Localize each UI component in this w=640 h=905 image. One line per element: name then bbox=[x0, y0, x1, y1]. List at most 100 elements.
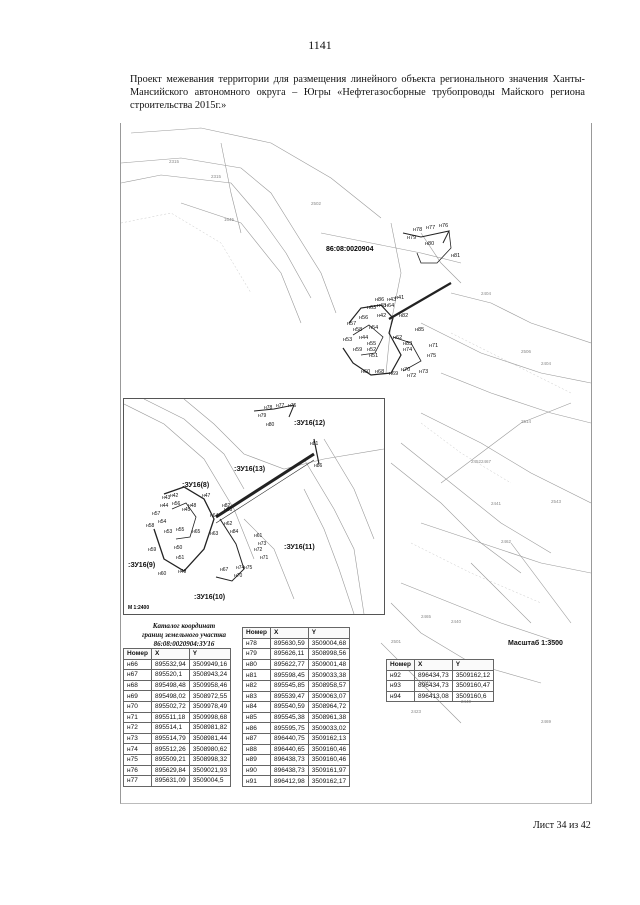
point-label: н57 bbox=[347, 321, 356, 327]
table-cell: 3508961,38 bbox=[307, 711, 351, 724]
point-label: н75 bbox=[427, 353, 436, 359]
point-label: н80 bbox=[266, 422, 275, 428]
table-cell: н84 bbox=[242, 701, 271, 713]
point-label: н56 bbox=[359, 315, 368, 321]
parcel-number: 2452 bbox=[471, 459, 482, 464]
column-header: Y bbox=[188, 648, 232, 660]
point-label: н63 bbox=[367, 305, 376, 311]
table-cell: 895539,47 bbox=[269, 690, 309, 703]
table-cell: 3508943,24 bbox=[188, 669, 232, 681]
parcel-number: 2462 bbox=[501, 539, 512, 544]
table-cell: 896438,73 bbox=[269, 764, 309, 777]
table-cell: 3509001,48 bbox=[307, 658, 351, 671]
parcel-number: 2467 bbox=[481, 459, 492, 464]
table-cell: 3509063,07 bbox=[307, 690, 351, 703]
parcel-number: 2404 bbox=[541, 361, 552, 366]
table-cell: н87 bbox=[242, 732, 271, 745]
table-cell: 895598,45 bbox=[269, 669, 309, 681]
table-cell: 3509033,38 bbox=[307, 669, 351, 681]
point-label: н71 bbox=[260, 555, 269, 561]
parcel-number: 2441 bbox=[491, 501, 502, 506]
parcel-number: 2315 bbox=[211, 174, 222, 179]
table-cell: 895545,38 bbox=[269, 711, 309, 724]
point-label: н57 bbox=[152, 511, 161, 517]
zone-label: :ЗУ16(8) bbox=[182, 482, 209, 489]
point-label: н48 bbox=[377, 303, 386, 309]
point-label: н80 bbox=[425, 241, 434, 247]
point-label: н82 bbox=[222, 503, 231, 509]
map-frame: 2315 2315 1645 2502 2404 2506 2404 2514 … bbox=[120, 123, 592, 804]
point-label: н70 bbox=[401, 367, 410, 373]
point-label: н81 bbox=[310, 441, 319, 447]
table-cell: 896413,08 bbox=[413, 690, 453, 703]
table-cell: н69 bbox=[123, 690, 152, 702]
point-label: н78 bbox=[413, 227, 422, 233]
parcel-number: 2502 bbox=[311, 201, 322, 206]
point-label: н51 bbox=[176, 555, 185, 561]
point-label: н42 bbox=[170, 493, 179, 499]
point-label: н58 bbox=[353, 327, 362, 333]
point-label: н60 bbox=[361, 369, 370, 375]
point-label: н79 bbox=[407, 235, 416, 241]
column-header: Y bbox=[307, 627, 351, 639]
point-label: н62 bbox=[224, 521, 233, 527]
table-cell: 895520,1 bbox=[150, 669, 190, 681]
cadastral-block-label: 86:08:0020904 bbox=[326, 246, 374, 253]
parcel-number: 2501 bbox=[391, 639, 402, 644]
cadastral-map: 2315 2315 1645 2502 2404 2506 2404 2514 … bbox=[120, 127, 592, 724]
table-cell: н92 bbox=[386, 669, 415, 682]
table-cell: 3509160,46 bbox=[307, 743, 351, 756]
point-label: н81 bbox=[451, 253, 460, 259]
table-cell: 3509958,46 bbox=[188, 679, 232, 692]
sheet-number: Лист 34 из 42 bbox=[533, 820, 591, 831]
table-cell: 896438,73 bbox=[269, 754, 309, 766]
point-label: н61 bbox=[254, 533, 263, 539]
table-cell: 3509004,68 bbox=[307, 637, 351, 650]
table-cell: н79 bbox=[242, 648, 271, 660]
table-cell: 895514,79 bbox=[150, 732, 190, 745]
zone-label: :ЗУ16(12) bbox=[294, 420, 325, 427]
table-cell: 3509978,49 bbox=[188, 700, 232, 713]
point-label: н54 bbox=[158, 519, 167, 525]
point-label: н74 bbox=[236, 565, 245, 571]
point-label: н68 bbox=[375, 369, 384, 375]
point-label: н48 bbox=[188, 503, 197, 509]
column-header: X bbox=[413, 659, 453, 671]
point-label: н55 bbox=[176, 527, 185, 533]
column-header: Номер bbox=[242, 627, 271, 639]
point-label: н59 bbox=[148, 547, 157, 553]
point-label: н42 bbox=[377, 313, 386, 319]
table-cell: н74 bbox=[123, 743, 152, 755]
table-cell: 895626,11 bbox=[269, 648, 309, 660]
column-header: Номер bbox=[386, 659, 415, 671]
table-cell: н70 bbox=[123, 700, 152, 713]
point-label: н58 bbox=[146, 523, 155, 529]
table-cell: н91 bbox=[242, 775, 271, 787]
point-label: н65 bbox=[192, 529, 201, 535]
point-label: н86 bbox=[375, 297, 384, 303]
point-label: н77 bbox=[276, 403, 285, 409]
table-cell: 3508998,56 bbox=[307, 648, 351, 660]
point-label: н74 bbox=[403, 347, 412, 353]
point-label: н85 bbox=[415, 327, 424, 333]
table-cell: н67 bbox=[123, 669, 152, 681]
point-label: н86 bbox=[314, 463, 323, 469]
point-label: н72 bbox=[254, 547, 263, 553]
table-cell: 3509161,97 bbox=[307, 764, 351, 777]
table-cell: 895595,75 bbox=[269, 722, 309, 734]
table-cell: 895512,26 bbox=[150, 743, 190, 755]
table-cell: н81 bbox=[242, 669, 271, 681]
table-cell: н71 bbox=[123, 711, 152, 724]
table-cell: 895532,94 bbox=[150, 658, 190, 671]
table-cell: 895514,1 bbox=[150, 722, 190, 734]
table-cell: 895502,72 bbox=[150, 700, 190, 713]
point-label: н82 bbox=[399, 313, 408, 319]
point-label: н43 bbox=[387, 297, 396, 303]
